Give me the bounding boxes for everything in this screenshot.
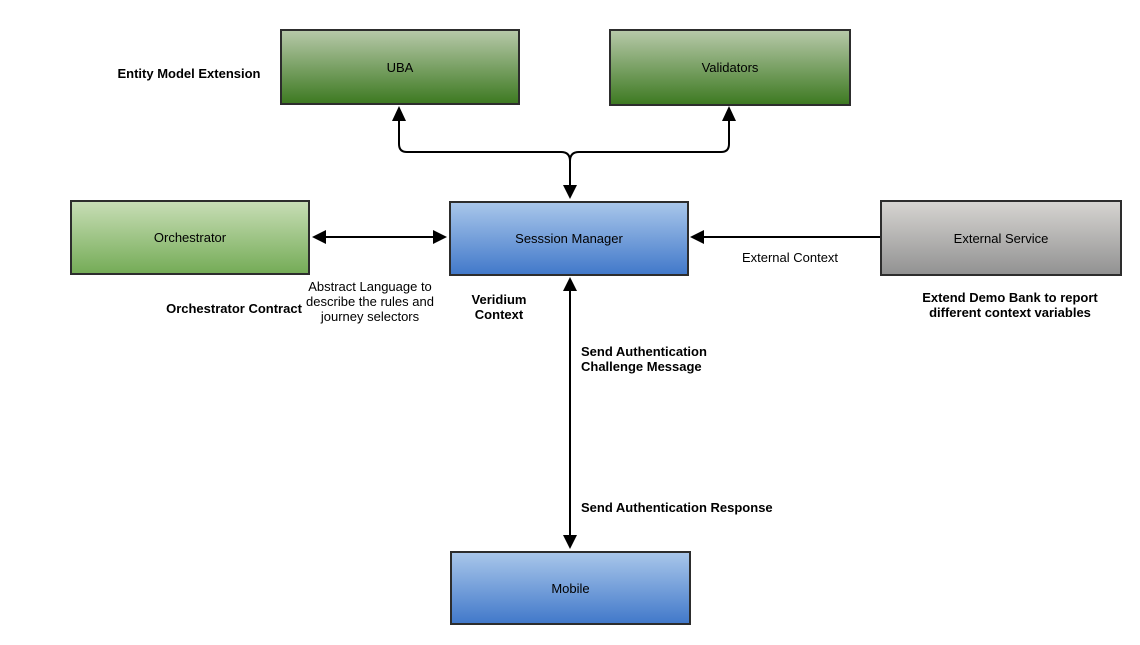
node-mobile[interactable]: Mobile (450, 551, 691, 625)
edge-external-service-session-manager (690, 230, 880, 244)
label-external-context: External Context (741, 250, 839, 265)
label-orchestrator-contract: Orchestrator Contract (166, 301, 302, 316)
node-external-service[interactable]: External Service (880, 200, 1122, 276)
node-external-service-label: External Service (953, 230, 1049, 246)
label-abstract-language: Abstract Language to describe the rules … (306, 279, 434, 324)
label-veridium-context: Veridium Context (471, 292, 527, 322)
node-uba[interactable]: UBA (280, 29, 520, 105)
arrowhead-into-validators (722, 106, 736, 121)
arrowhead-into-orchestrator (312, 230, 326, 244)
label-send-authentication-challenge: Send Authentication Challenge Message (581, 344, 707, 374)
node-validators-label: Validators (701, 60, 759, 75)
edge-session-manager-to-uba-validators (392, 106, 736, 199)
label-extend-demo-bank: Extend Demo Bank to report different con… (922, 290, 1098, 320)
edge-branch-left-line (398, 118, 571, 162)
arrowhead-into-session-manager-top (563, 185, 577, 199)
edge-session-manager-mobile (563, 277, 577, 549)
arrowhead-into-mobile (563, 535, 577, 549)
node-session-manager[interactable]: Sesssion Manager (449, 201, 689, 276)
arrowhead-into-session-manager-right (690, 230, 704, 244)
label-entity-model-extension: Entity Model Extension (117, 66, 261, 81)
node-orchestrator-label: Orchestrator (153, 230, 227, 245)
arrowhead-into-uba (392, 106, 406, 121)
arrowhead-into-session-manager-bottom (563, 277, 577, 291)
node-session-manager-label: Sesssion Manager (515, 231, 623, 246)
node-validators[interactable]: Validators (609, 29, 851, 106)
edge-branch-right-line (569, 118, 730, 162)
node-orchestrator[interactable]: Orchestrator (70, 200, 310, 275)
node-mobile-label: Mobile (551, 580, 590, 596)
edge-orchestrator-session-manager (312, 230, 447, 244)
label-send-authentication-response: Send Authentication Response (581, 500, 773, 515)
arrowhead-into-session-manager-left (433, 230, 447, 244)
node-uba-label: UBA (386, 59, 414, 75)
